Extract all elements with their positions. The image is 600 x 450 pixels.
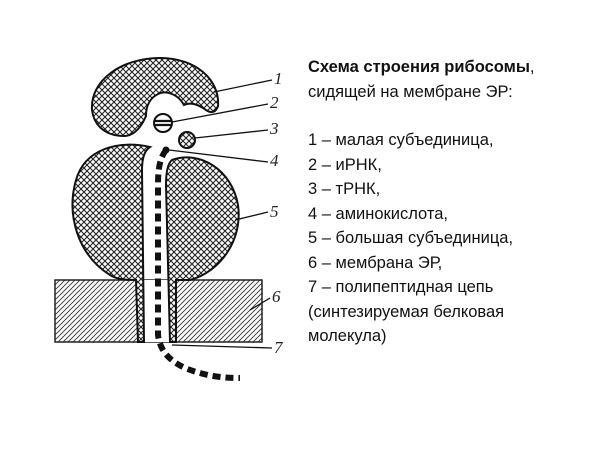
callout-5: 5 — [270, 202, 279, 221]
ribosome-diagram: 1 2 3 4 5 6 7 — [54, 56, 284, 381]
polypeptide-chain — [155, 148, 241, 381]
large-subunit — [71, 143, 240, 343]
legend-item: 7 – полипептидная цепь — [308, 278, 494, 296]
callout-7: 7 — [274, 338, 284, 357]
leader-lines — [168, 79, 273, 349]
legend-item: 6 – мембрана ЭР, — [308, 253, 443, 272]
legend-subtitle: сидящей на мембране ЭР: — [308, 82, 513, 101]
legend-title-comma: , — [529, 58, 535, 76]
legend-item: 4 – аминокислота, — [308, 204, 448, 223]
legend-title-bold: Схема строения рибосомы — [308, 58, 530, 76]
legend-title: Схема строения рибосомы, — [308, 55, 535, 80]
legend: Схема строения рибосомы, сидящей на мемб… — [308, 55, 535, 349]
callout-2: 2 — [270, 93, 279, 112]
small-subunit — [90, 56, 220, 138]
callout-4: 4 — [270, 151, 279, 170]
legend-item: 1 – малая субъединица, — [308, 131, 494, 149]
callout-1: 1 — [274, 69, 283, 88]
legend-item: 3 – тРНК, — [308, 180, 381, 198]
legend-item: (синтезируемая белковая — [308, 302, 505, 321]
callout-6: 6 — [272, 287, 281, 306]
legend-item: 5 – большая субъединица, — [308, 229, 514, 247]
legend-item: 2 – иРНК, — [308, 155, 382, 174]
callout-3: 3 — [269, 119, 279, 138]
mrna — [153, 113, 173, 133]
legend-item: молекула) — [308, 327, 387, 345]
trna — [178, 131, 196, 149]
